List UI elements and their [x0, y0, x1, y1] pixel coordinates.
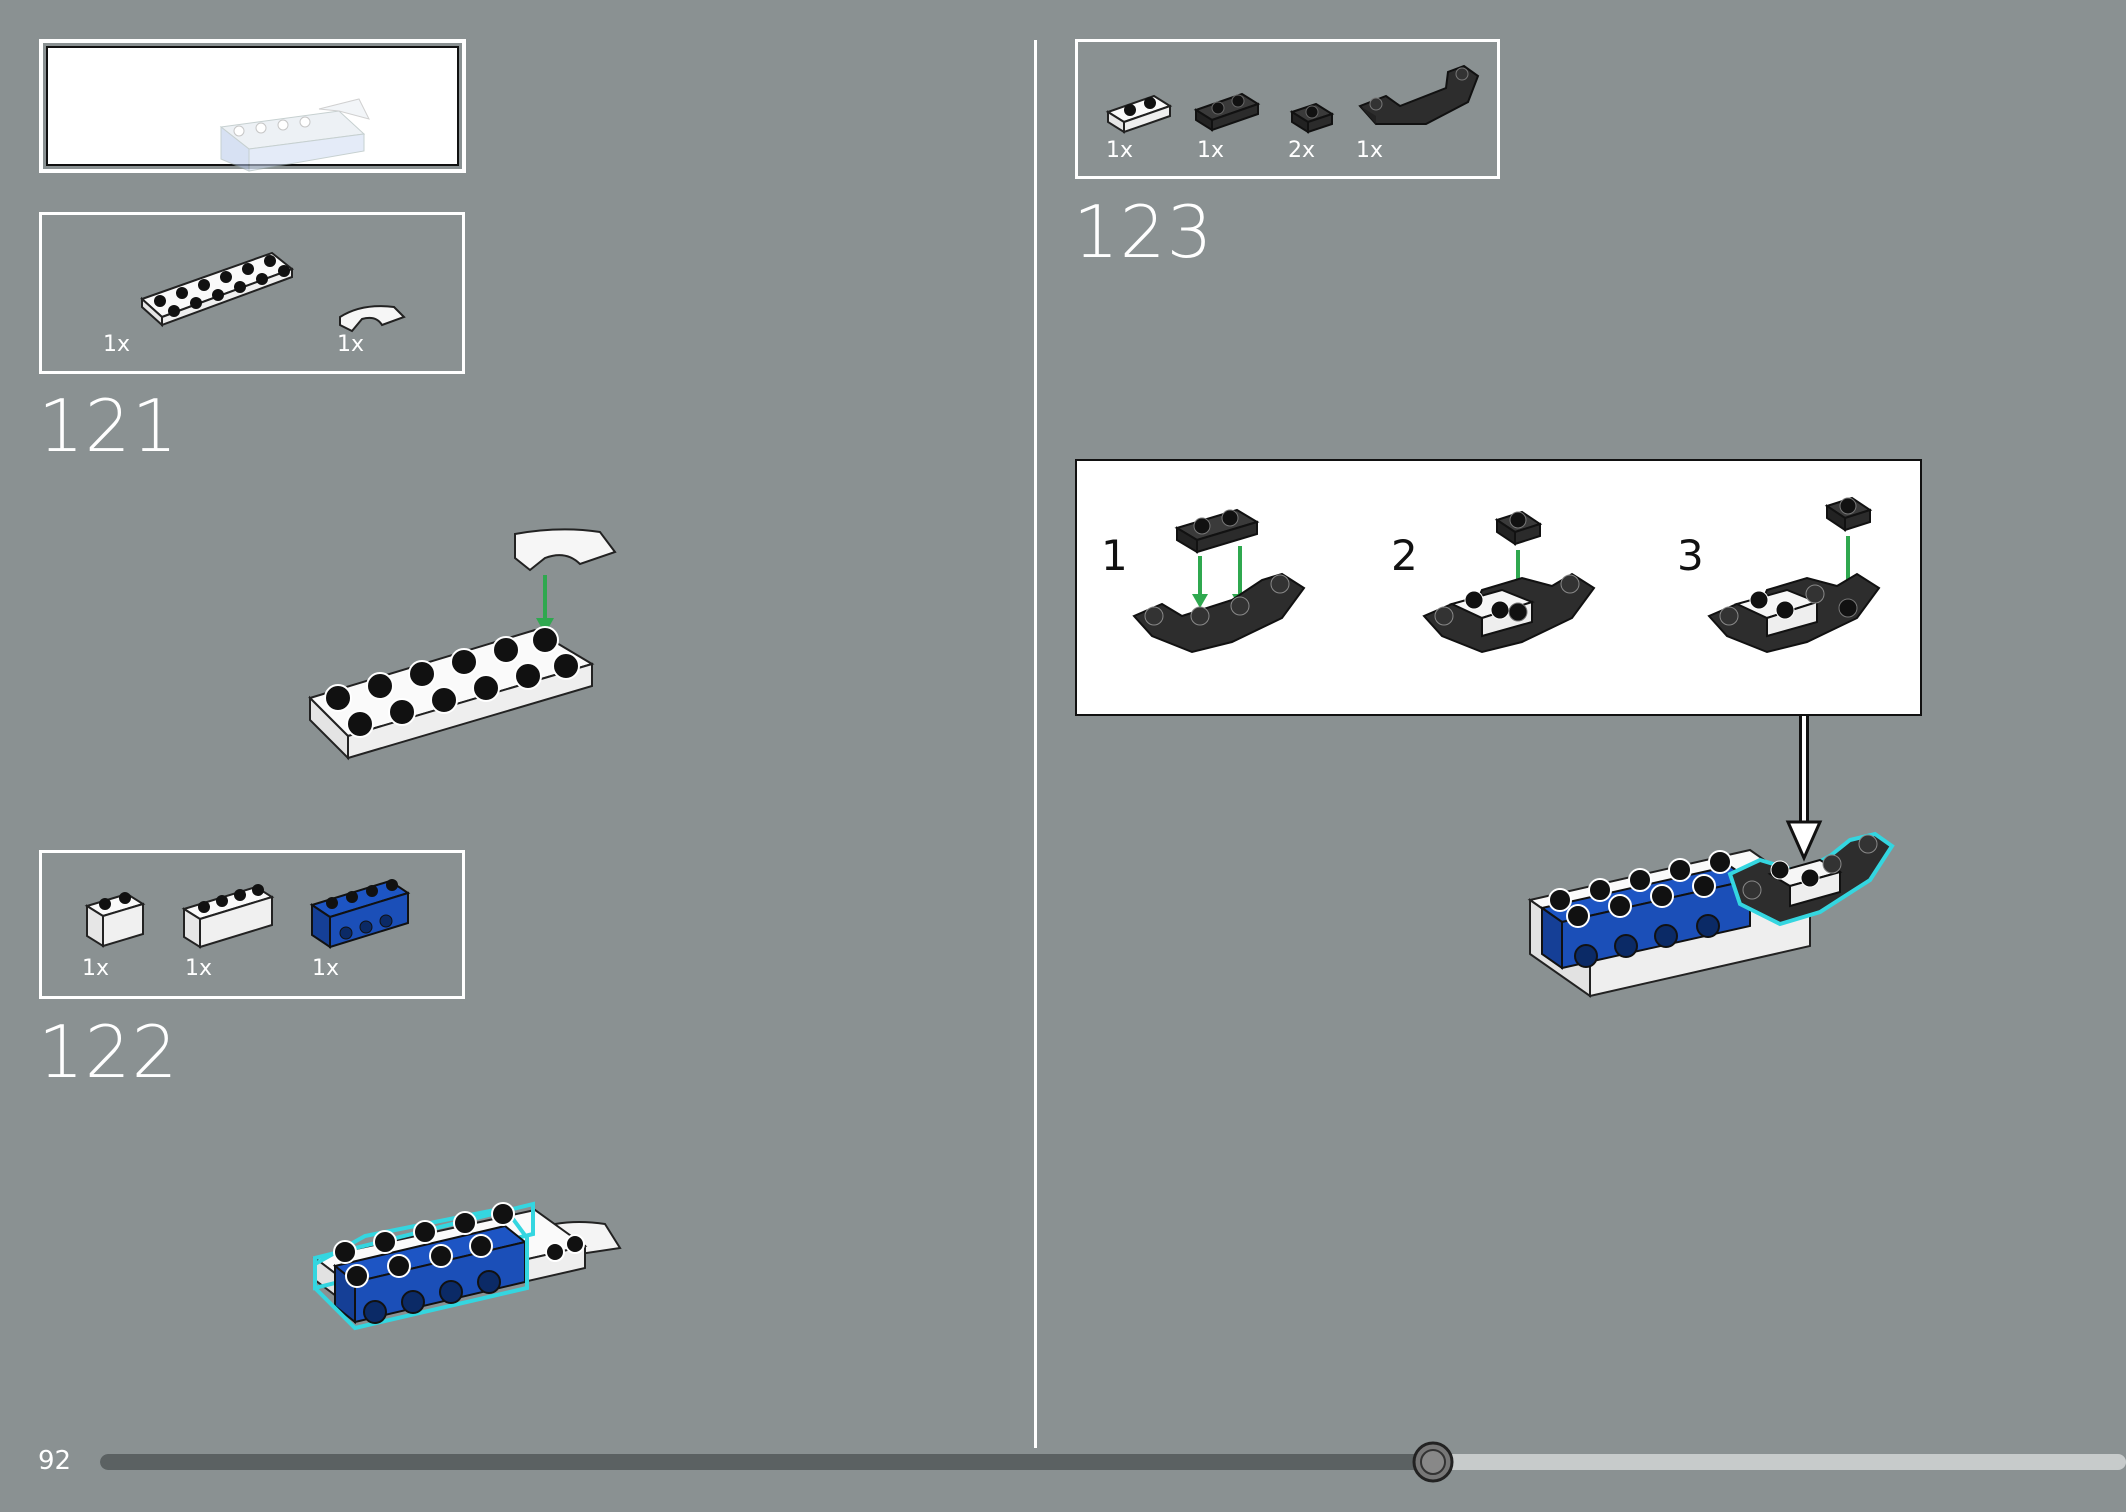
step-121-illustration [308, 528, 617, 761]
substep-2-illustration [1422, 510, 1596, 654]
part-qty-label: 1x [1106, 138, 1134, 163]
brick-1x4-white-icon [181, 884, 275, 949]
part-qty-label: 1x [1197, 138, 1225, 163]
part-qty-label: 1x [185, 956, 213, 981]
step-122-parts-box: 1x 1x 1x [39, 850, 465, 999]
plate-1x2-black-icon [1193, 92, 1261, 132]
substep-number: 3 [1677, 531, 1704, 580]
wedge-black-icon [1358, 64, 1480, 125]
callout-arrow [1785, 716, 1823, 862]
subassembly-callout: 1 2 3 [1075, 459, 1922, 716]
step-123-parts-box: 1x 1x 2x 1x [1075, 39, 1500, 179]
step-121-parts-box: 1x 1x [39, 212, 465, 374]
plate-1x2-white-icon [1105, 94, 1173, 134]
substep-1-illustration [1132, 508, 1306, 654]
part-qty-label: 1x [82, 956, 110, 981]
progress-fill [100, 1454, 1433, 1470]
part-qty-label: 1x [103, 332, 131, 357]
page-divider [1034, 40, 1037, 1448]
step-number: 121 [38, 384, 179, 468]
curved-slope-white-icon [339, 305, 406, 333]
technic-brick-1x4-blue-icon [309, 879, 411, 949]
plate-1x1-black-icon [1289, 102, 1335, 134]
progress-knob[interactable] [1411, 1440, 1455, 1484]
part-qty-label: 1x [1356, 138, 1384, 163]
step-number: 122 [38, 1010, 179, 1094]
part-qty-label: 2x [1288, 138, 1316, 163]
page-number: 92 [38, 1446, 72, 1476]
step-number: 123 [1073, 190, 1214, 274]
brick-1x2-white-icon [84, 892, 146, 948]
substep-number: 1 [1101, 531, 1128, 580]
substep-number: 2 [1391, 531, 1418, 580]
step-123-illustration [1527, 831, 1895, 998]
model-preview-image [219, 98, 370, 172]
model-preview-box [39, 39, 466, 173]
step-122-illustration [312, 1201, 622, 1331]
part-qty-label: 1x [312, 956, 340, 981]
substep-3-illustration [1707, 496, 1881, 654]
part-qty-label: 1x [337, 332, 365, 357]
plate-2x6-white-icon [140, 251, 295, 328]
